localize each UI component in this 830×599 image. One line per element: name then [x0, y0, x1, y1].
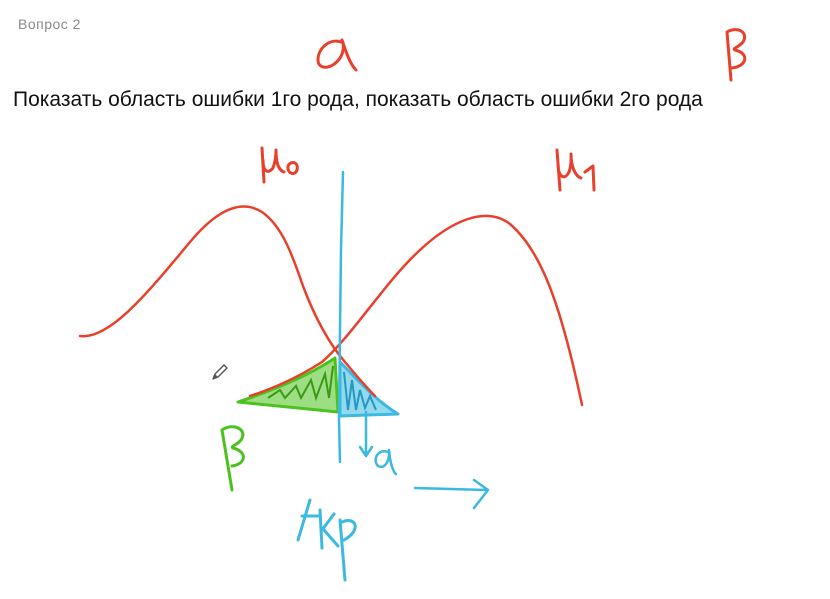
critical-line [337, 170, 345, 464]
alpha-arrow [358, 410, 374, 458]
beta-label-stroke [220, 425, 245, 492]
pencil-icon [210, 362, 230, 387]
mu1-stroke [555, 148, 596, 192]
mu0-stroke [260, 146, 299, 184]
alpha-area-hatching [343, 371, 377, 412]
h0-curve [78, 205, 377, 398]
beta-area-fill [236, 356, 340, 414]
direction-arrow [413, 478, 490, 510]
alpha-top-stroke [316, 38, 358, 72]
question-text: Показать область ошибки 1го рода, показа… [13, 88, 703, 111]
question-number: Вопрос 2 [18, 16, 81, 32]
alpha-label-stroke [374, 448, 398, 476]
h1-curve [248, 214, 584, 407]
beta-area-hatching [267, 365, 334, 402]
beta-top-stroke [725, 28, 747, 82]
critical-label-stroke [296, 498, 357, 582]
